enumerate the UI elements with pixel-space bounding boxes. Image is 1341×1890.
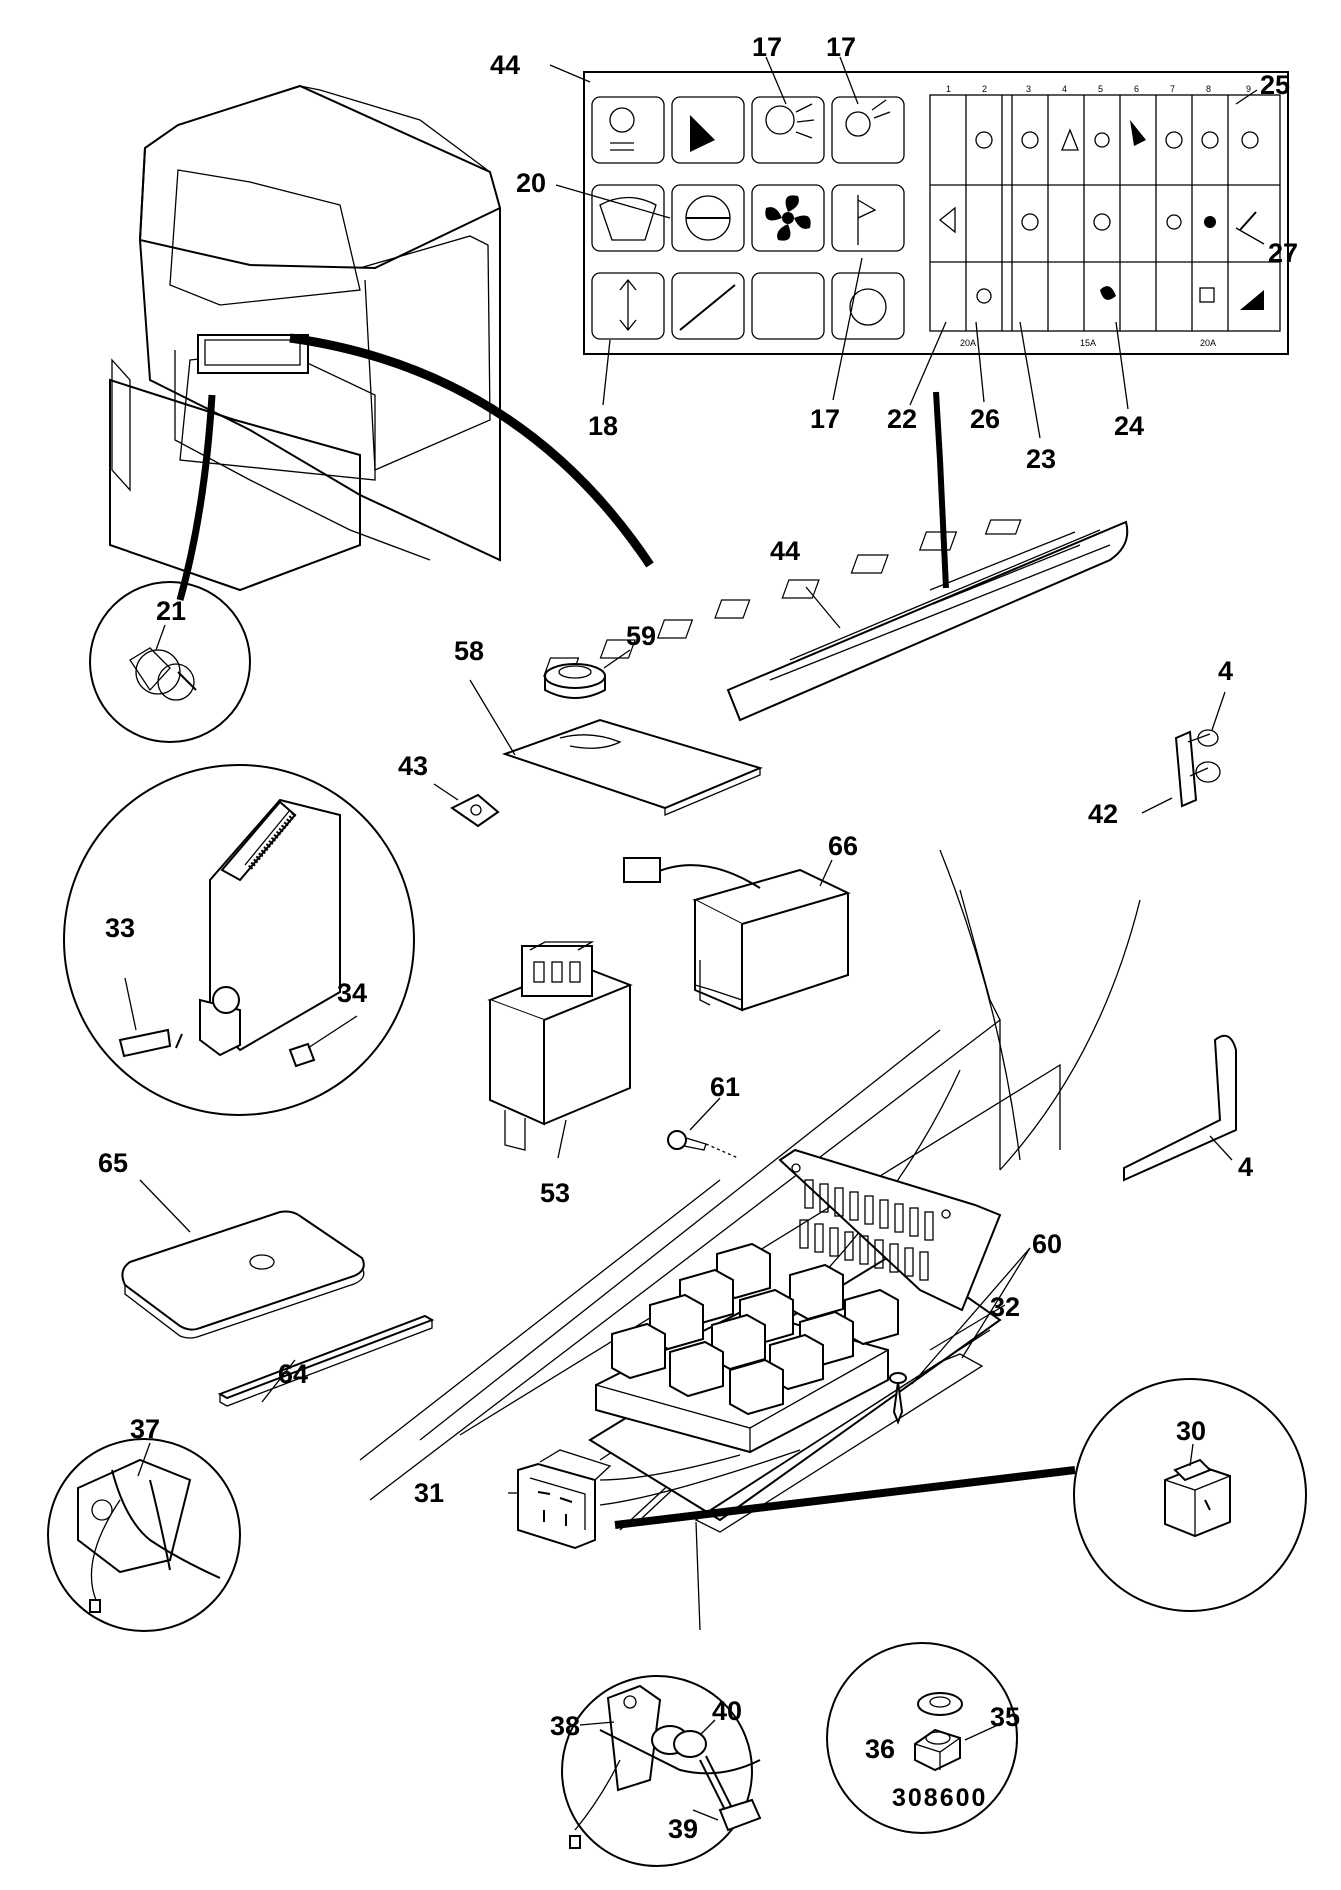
headlight-icon: [765, 105, 795, 135]
callout-37: 37: [130, 1414, 160, 1444]
fog-light-icon: [857, 195, 877, 245]
callout-17: 17: [826, 32, 856, 62]
callout-42: 42: [1088, 799, 1118, 829]
relays: [611, 1242, 899, 1416]
fuse-column-number: 2: [982, 84, 987, 94]
callout-66: 66: [828, 831, 858, 861]
fuse-column-number: 9: [1246, 84, 1251, 94]
callout-4: 4: [1218, 656, 1233, 686]
callout-30: 30: [1176, 1416, 1206, 1446]
leader-lines-top: [549, 56, 1265, 439]
callout-25: 25: [1260, 70, 1290, 100]
worklight-icon: [845, 111, 871, 137]
fuse-column-number: 8: [1206, 84, 1211, 94]
callout-34: 34: [337, 978, 367, 1008]
callout-44: 44: [490, 50, 520, 80]
pad-65: [121, 1179, 365, 1339]
callout-44: 44: [770, 536, 800, 566]
up-down-arrow-icon: [619, 278, 637, 332]
rear-light-icon: [849, 288, 887, 326]
cab-illustration: [109, 84, 654, 601]
callout-60: 60: [1032, 1229, 1062, 1259]
beacon-icon: [690, 115, 715, 152]
callout-33: 33: [105, 913, 135, 943]
fuse-column-number: 5: [1098, 84, 1103, 94]
console-fusebox: [359, 849, 1141, 1631]
switch-symbol-grid: [591, 96, 905, 340]
callout-24: 24: [1114, 411, 1144, 441]
callout-17: 17: [810, 404, 840, 434]
callout-53: 53: [540, 1178, 570, 1208]
fuse-rating: 15A: [1080, 338, 1096, 348]
module-66: [623, 857, 851, 1012]
callout-27: 27: [1268, 238, 1298, 268]
callout-64: 64: [278, 1359, 308, 1389]
module-53: [487, 941, 633, 1159]
fuse-column-area: 1 2 3 4 5 6 7 8 9 20A 15A 20A: [929, 84, 1281, 348]
callout-labels: 44 17 17 25 20 27 18 17 22 26 24 23 21 4…: [98, 32, 1298, 1844]
fuse-rating: 20A: [1200, 338, 1216, 348]
detail-circle-21: [89, 581, 251, 743]
strip-64: [217, 1314, 435, 1407]
fuse-column-number: 7: [1170, 84, 1175, 94]
callout-26: 26: [970, 404, 1000, 434]
plate-58: [469, 679, 763, 816]
callout-59: 59: [626, 621, 656, 651]
callout-65: 65: [98, 1148, 128, 1178]
grommet-59: [544, 649, 631, 699]
fan-icon: [765, 195, 811, 241]
callout-35: 35: [990, 1702, 1020, 1732]
light-icon: [609, 107, 635, 133]
screw-61: [667, 1097, 739, 1159]
strip-4: [1123, 1034, 1237, 1182]
callout-61: 61: [710, 1072, 740, 1102]
callout-32: 32: [990, 1292, 1020, 1322]
detail-circle-37: [47, 1438, 241, 1632]
fuse-column-number: 3: [1026, 84, 1031, 94]
callout-40: 40: [712, 1696, 742, 1726]
callout-17: 17: [752, 32, 782, 62]
rear-wiper-icon: [679, 284, 736, 331]
clip-43: [433, 783, 500, 828]
callout-38: 38: [550, 1711, 580, 1741]
callout-22: 22: [887, 404, 917, 434]
callout-23: 23: [1026, 444, 1056, 474]
figure-reference-number: 308600: [892, 1784, 987, 1812]
fuse-column-number: 6: [1134, 84, 1139, 94]
callout-18: 18: [588, 411, 618, 441]
callout-21: 21: [156, 596, 186, 626]
switch-panel-decal: 1 2 3 4 5 6 7 8 9 20A 15A 20A: [583, 71, 1289, 355]
bracket-42: [1141, 691, 1226, 814]
callout-43: 43: [398, 751, 428, 781]
callout-58: 58: [454, 636, 484, 666]
fuse-column-number: 1: [946, 84, 951, 94]
callout-4: 4: [1238, 1152, 1253, 1182]
callout-39: 39: [668, 1814, 698, 1844]
detail-circle-38-40: [561, 1675, 762, 1867]
detail-circle-35-36: [826, 1642, 1018, 1834]
callout-31: 31: [414, 1478, 444, 1508]
callout-36: 36: [865, 1734, 895, 1764]
fuse-rating: 20A: [960, 338, 976, 348]
wiper-icon: [599, 196, 657, 241]
detail-circle-ecu: [63, 764, 415, 1116]
detail-circle-30: [1073, 1378, 1307, 1612]
decal-strip: [543, 391, 1129, 722]
fuse-column-number: 4: [1062, 84, 1067, 94]
callout-20: 20: [516, 168, 546, 198]
